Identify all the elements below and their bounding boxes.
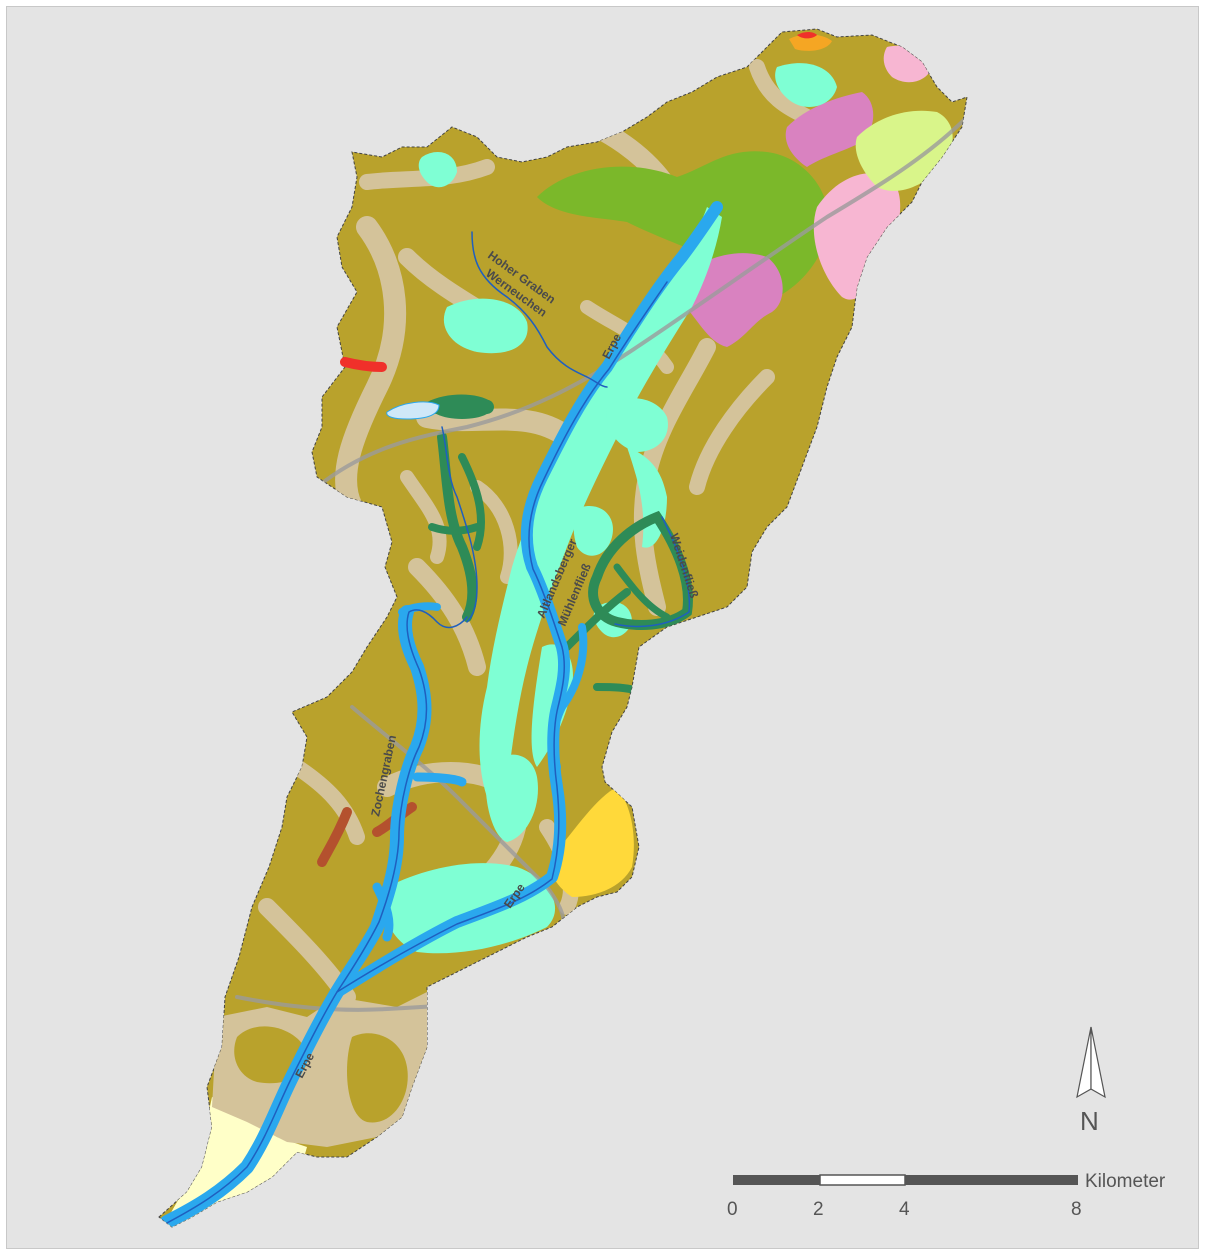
- red-patch-west: [340, 357, 387, 372]
- scale-tick-2: 2: [813, 1199, 824, 1220]
- stream-lines: [164, 231, 691, 1225]
- scale-segment-2-4: [819, 1174, 906, 1186]
- catchment-map: Hoher Graben Werneuchen Erpe Altlandsber…: [158, 28, 1166, 1228]
- brown-red-area: [317, 807, 352, 867]
- scale-segment-0-2: [733, 1175, 820, 1185]
- scale-segment-4-8: [905, 1175, 1078, 1185]
- north-arrow-icon: [1076, 1026, 1106, 1099]
- lime-area: [855, 110, 953, 191]
- catchment-basin: [158, 28, 968, 1228]
- yellow-area: [550, 787, 634, 897]
- red-patch-top: [797, 32, 817, 39]
- scale-tick-4: 4: [899, 1199, 910, 1220]
- scale-bar: [733, 1174, 1078, 1186]
- lake: [386, 401, 440, 420]
- wetland-patch: [427, 394, 493, 419]
- orange-patch-top: [789, 34, 832, 51]
- map-frame: Hoher Graben Werneuchen Erpe Altlandsber…: [6, 6, 1199, 1249]
- north-label: N: [1080, 1106, 1099, 1136]
- scale-unit-label: Kilometer: [1085, 1171, 1166, 1192]
- scale-tick-8: 8: [1071, 1199, 1082, 1220]
- scale-tick-0: 0: [727, 1199, 738, 1220]
- olive-patch-south: [347, 1033, 408, 1123]
- mauve-area-north: [785, 92, 874, 167]
